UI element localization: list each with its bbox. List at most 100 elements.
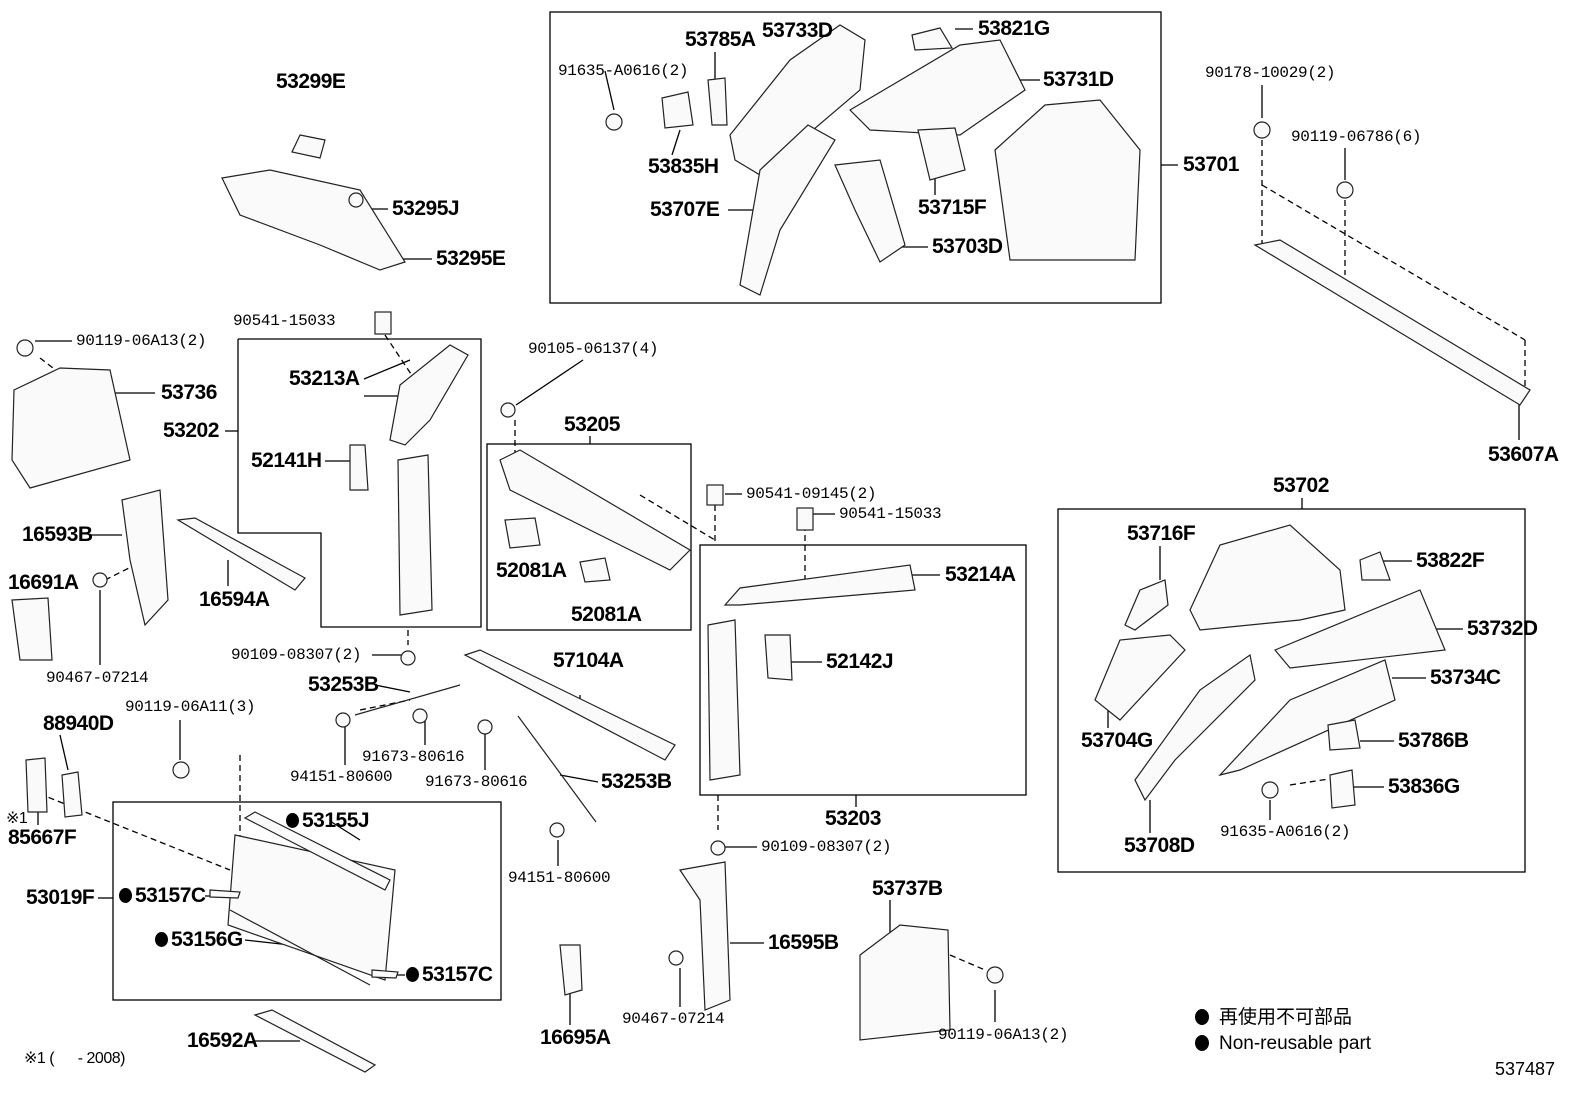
part-label: 53737B	[872, 877, 943, 900]
part-label: 16695A	[540, 1026, 611, 1049]
part-53156G	[229, 909, 371, 986]
part-53732D	[1274, 589, 1446, 669]
part-label-nonreusable: 53155J	[286, 810, 370, 832]
part-label: 53607A	[1488, 443, 1559, 466]
part-53716F	[1124, 579, 1169, 631]
bolt-90109-08307	[400, 650, 416, 666]
group-box-53203	[699, 544, 1027, 796]
bolt-91635-A0616	[605, 113, 623, 131]
part-label: 53716F	[1127, 522, 1196, 545]
part-label-nonreusable: 53156G	[155, 929, 243, 951]
part-label: 90109-08307(2)	[761, 838, 892, 856]
part-53299E	[291, 134, 326, 159]
part-label: 94151-80600	[290, 768, 393, 786]
part-53019F	[227, 834, 396, 981]
part-label: 91635-A0616(2)	[1220, 823, 1351, 841]
part-16691A	[11, 597, 53, 661]
part-label: 90541-09145(2)	[746, 485, 877, 503]
part-outlines	[11, 24, 1531, 1073]
part-label: 90541-15033	[839, 505, 942, 523]
part-label: 53701	[1183, 153, 1239, 176]
part-53703D	[834, 159, 906, 263]
part-label: 91673-80616	[362, 748, 465, 766]
part-label: 53708D	[1124, 834, 1195, 857]
part-57104A	[463, 649, 676, 761]
part-label: 53253B	[601, 770, 672, 793]
part-16695A	[559, 944, 583, 996]
part-label: 90119-06A13(2)	[938, 1026, 1069, 1044]
part-label: 53731D	[1043, 68, 1114, 91]
footnote-marker: ※1	[6, 810, 28, 827]
part-53785A	[707, 77, 728, 126]
part-53157C-1	[209, 889, 241, 899]
footnote-text: ※1 ( - 2008)	[24, 1050, 125, 1067]
part-16592A	[253, 1009, 377, 1073]
part-label: 53702	[1273, 474, 1329, 497]
part-label: 53715F	[918, 196, 987, 219]
bolt-90105-06137	[500, 402, 516, 418]
part-label: 53703D	[932, 235, 1003, 258]
nut-94151-80600-2	[549, 822, 565, 838]
part-53715F	[917, 127, 966, 181]
part-53157C-2	[371, 969, 399, 979]
part-label: 91673-80616	[425, 773, 528, 791]
part-label: 53203	[825, 807, 881, 830]
part-label: 57104A	[553, 649, 624, 672]
part-label: 88940D	[43, 712, 114, 735]
bolt-91673-80616-2	[477, 719, 493, 735]
part-label: 90119-06786(6)	[1291, 128, 1422, 146]
part-52142J	[764, 634, 793, 681]
bolt-90178-10029	[1253, 121, 1271, 139]
part-label: 53299E	[276, 70, 346, 93]
part-53214A	[723, 564, 916, 606]
part-label: 16593B	[22, 523, 93, 546]
part-53701	[994, 99, 1141, 261]
part-53205	[499, 449, 691, 571]
part-label: 53836G	[1388, 775, 1460, 798]
part-16593B	[121, 489, 169, 627]
part-label: 53822F	[1416, 549, 1485, 572]
part-label: 53736	[161, 381, 217, 404]
part-label: 53019F	[26, 886, 95, 909]
nut-94151-80600-1	[335, 712, 351, 728]
bolt-90119-06786	[1336, 181, 1354, 199]
bullet-icon	[1195, 1009, 1209, 1025]
rod-53253B-1	[354, 684, 461, 716]
part-label: 90119-06A11(3)	[125, 698, 256, 716]
part-label: 52141H	[251, 449, 322, 472]
part-16595B	[678, 861, 731, 1011]
part-label: 90109-08307(2)	[231, 646, 362, 664]
part-label: 90105-06137(4)	[528, 340, 659, 358]
part-label: 52081A	[496, 559, 567, 582]
group-box-53019F	[112, 801, 502, 1001]
part-52081A-2	[579, 557, 611, 583]
part-52081A-1	[504, 517, 541, 549]
part-label-nonreusable: 53157C	[119, 885, 206, 907]
bolt-90541-09145	[706, 484, 724, 506]
group-box-53702	[1057, 508, 1526, 873]
part-53736	[11, 367, 131, 489]
part-label: 94151-80600	[508, 869, 611, 887]
part-label: 91635-A0616(2)	[558, 62, 689, 80]
part-53822F	[1359, 551, 1391, 581]
part-label: 53835H	[648, 155, 719, 178]
part-label: 53704G	[1081, 729, 1153, 752]
part-53733D	[729, 24, 866, 176]
part-label: 53295J	[392, 197, 460, 220]
clip-53295J	[348, 192, 364, 208]
bolt-90467-07214-b	[668, 950, 684, 966]
part-label: 53295E	[436, 247, 506, 270]
part-53213A	[389, 344, 469, 446]
part-label: 53821G	[978, 17, 1050, 40]
bolt-90119-06A11	[172, 761, 190, 779]
part-label: 16691A	[8, 571, 79, 594]
part-53704G	[1094, 634, 1186, 721]
part-label: 53707E	[650, 198, 720, 221]
part-label: 85667F	[8, 826, 77, 849]
bolt-91635-A0616-b	[1261, 781, 1279, 799]
bullet-icon	[1195, 1035, 1209, 1051]
part-53835H	[661, 91, 694, 129]
part-53707E	[739, 124, 836, 296]
